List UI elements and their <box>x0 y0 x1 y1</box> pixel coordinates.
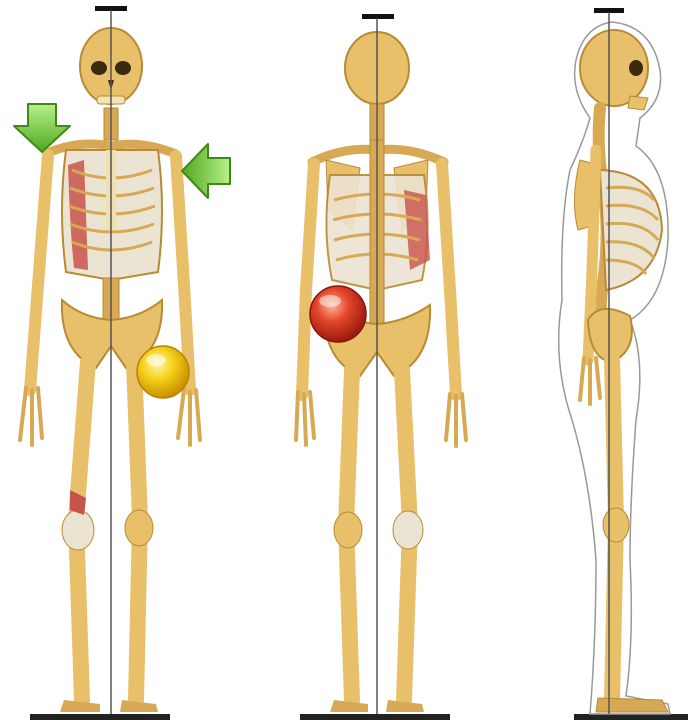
right-foot-back <box>330 700 368 712</box>
hand-side <box>580 358 600 404</box>
plumb-line-top-cap <box>362 14 394 19</box>
eye-socket-left <box>91 61 107 75</box>
arrow-left-icon <box>182 144 230 198</box>
right-hand-back <box>296 392 314 445</box>
left-hand-back <box>446 394 466 446</box>
right-foot-front <box>60 700 100 712</box>
right-arm <box>30 155 48 390</box>
skeleton-side-view <box>559 8 688 720</box>
left-knee-back <box>393 511 423 549</box>
skeleton-back-view <box>296 14 466 720</box>
right-knee-back <box>334 512 362 548</box>
floor-line-front <box>30 714 170 720</box>
right-knee <box>62 510 94 550</box>
right-arm-back <box>302 164 314 395</box>
left-arm-back <box>442 164 456 395</box>
eye-socket-right <box>115 61 131 75</box>
yellow-circle-icon <box>137 346 189 398</box>
floor-line-back <box>300 714 450 720</box>
eye-socket-side <box>629 60 643 76</box>
left-hand <box>178 390 200 445</box>
red-circle-icon <box>310 286 366 342</box>
floor-line-side <box>574 714 688 720</box>
jaw-side <box>628 96 648 110</box>
knee-side <box>603 508 629 542</box>
right-hand <box>20 388 42 445</box>
foot-side <box>596 698 668 712</box>
left-knee <box>125 510 153 546</box>
